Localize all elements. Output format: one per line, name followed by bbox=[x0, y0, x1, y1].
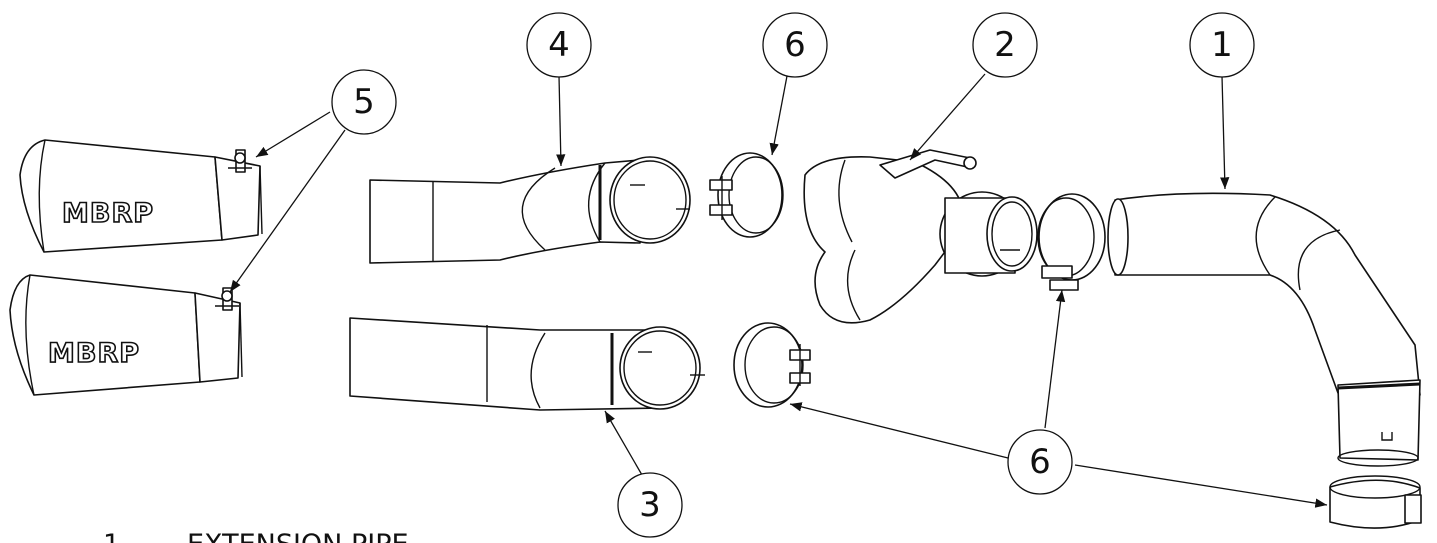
callout-3-label: 3 bbox=[639, 485, 661, 525]
tip-clamp-bolt-upper bbox=[228, 149, 252, 173]
callout-2: 2 bbox=[972, 12, 1038, 78]
legend-item-1-name: EXTENSION PIPE bbox=[187, 529, 409, 543]
callout-6-lower-label: 6 bbox=[1029, 442, 1051, 482]
callout-3: 3 bbox=[617, 472, 683, 538]
callout-4: 4 bbox=[526, 12, 592, 78]
clamp-upper-left bbox=[709, 152, 784, 238]
clamp-lower-left bbox=[733, 322, 811, 408]
pipe-part-3 bbox=[349, 317, 705, 411]
exhaust-tip-lower: MBRP bbox=[9, 274, 243, 396]
tip-clamp-bolt-lower bbox=[215, 287, 239, 311]
y-pipe-part-2 bbox=[803, 149, 1038, 324]
leader-lines bbox=[229, 73, 1328, 508]
extension-pipe-part-1 bbox=[1107, 192, 1421, 467]
callout-2-label: 2 bbox=[994, 25, 1016, 65]
tip-logo-upper: MBRP bbox=[62, 198, 154, 229]
callout-5-label: 5 bbox=[353, 82, 375, 122]
callout-5: 5 bbox=[331, 69, 397, 135]
callout-6-lower: 6 bbox=[1007, 429, 1073, 495]
callout-1: 1 bbox=[1189, 12, 1255, 78]
callout-4-label: 4 bbox=[548, 25, 570, 65]
clamp-loose bbox=[1329, 475, 1422, 529]
clamp-middle bbox=[1037, 193, 1106, 291]
callout-1-label: 1 bbox=[1211, 25, 1233, 65]
legend-item-1-number: 1 bbox=[103, 529, 120, 543]
pipe-part-4 bbox=[369, 156, 691, 264]
callout-6-upper: 6 bbox=[762, 12, 828, 78]
callout-6-upper-label: 6 bbox=[784, 25, 806, 65]
tip-logo-lower: MBRP bbox=[48, 338, 140, 369]
parts-legend: 1 EXTENSION PIPE bbox=[103, 529, 409, 543]
exhaust-tip-upper: MBRP bbox=[19, 139, 263, 253]
